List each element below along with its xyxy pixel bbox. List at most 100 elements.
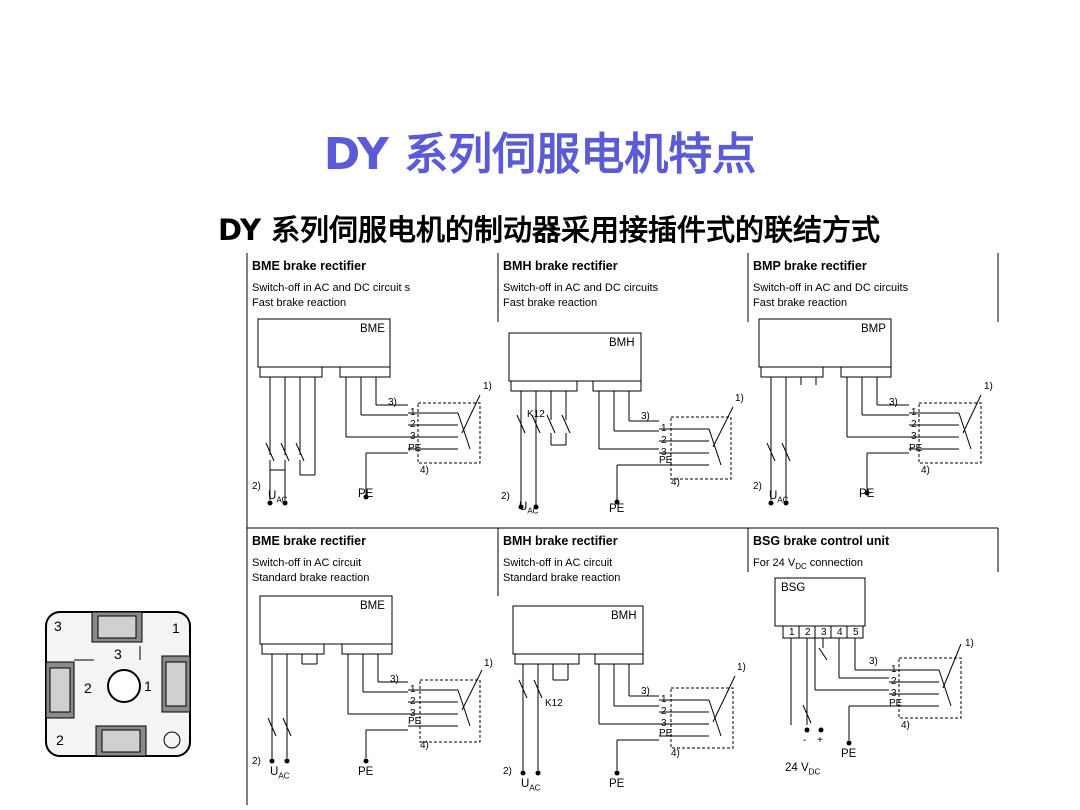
terminal-1: 1 [661,694,667,705]
panel-description: Switch-off in AC and DC circuit s Fast b… [252,281,410,311]
panel-desc-line1: Switch-off in AC and DC circuits [753,282,909,294]
terminal-1: 1 [410,684,416,695]
panel-desc-line2: Fast brake reaction [252,297,347,309]
note-3: 3) [641,686,650,697]
terminal-2: 2 [410,419,416,430]
note-4: 4) [671,477,680,488]
pe-label: PE [358,766,374,778]
rectifier-box [257,318,391,368]
rectifier-box [758,318,892,368]
pe-label: PE [609,778,625,790]
supply-label: UAC [268,490,288,505]
note-2: 2) [252,756,261,767]
panel-desc-line2: Standard brake reaction [503,572,621,584]
unit-label: BSG [781,582,806,594]
connector-num: 2 [56,732,64,748]
panel-description: Switch-off in AC circuit Standard brake … [503,556,620,586]
terminal-pe: PE [889,698,903,709]
pe-label: PE [609,503,625,515]
supply-label: UAC [769,490,789,505]
panel-desc-line2: Fast brake reaction [503,297,598,309]
panel-title: BSG brake control unit [753,534,890,548]
slide-title: DY 系列伺服电机特点 [323,129,757,180]
panel-title: BMP brake rectifier [753,259,867,273]
panel-description: Switch-off in AC circuit Standard brake … [252,556,369,586]
terminal-1: 1 [661,423,667,434]
panel-desc-line1: Switch-off in AC and DC circuit s [252,282,411,294]
terminal-1: 1 [410,407,416,418]
panel-desc-line1: Switch-off in AC circuit [503,557,613,569]
note-1: 1) [483,381,492,392]
panel-description: Switch-off in AC and DC circuits Fast br… [503,281,658,311]
supply-label: UAC [270,766,290,781]
note-1: 1) [737,662,746,673]
panel-title: BME brake rectifier [252,259,366,273]
terminal-3: 3 [661,447,667,458]
bsg-terminal-5: 5 [853,627,859,638]
terminal-3: 3 [410,708,416,719]
terminal-2: 2 [661,435,667,446]
unit-label: BMH [609,337,635,349]
bsg-terminal-2: 2 [805,627,811,638]
wiring-diagram [257,318,481,506]
note-2: 2) [753,481,762,492]
panel-bme-standard: BME brake rectifier Switch-off in AC cir… [248,530,498,802]
note-3: 3) [388,397,397,408]
bsg-terminal-4: 4 [837,627,843,638]
connector-plug-image: 3 1 3 1 2 2 [44,610,192,758]
unit-label: BME [360,323,385,335]
wiring-diagram [508,332,734,510]
terminal-pe: PE [659,455,673,466]
note-1: 1) [984,381,993,392]
note-3: 3) [390,674,399,685]
note-2: 2) [252,481,261,492]
rectifier-box [259,595,393,645]
supply-label: UAC [521,778,541,793]
terminal-1: 1 [911,407,917,418]
connector-num: 3 [114,646,122,662]
connector-drawing [45,611,191,757]
pe-label: PE [358,488,374,500]
note-4: 4) [901,720,910,731]
panel-desc-line1: For 24 VDC connection [753,557,864,572]
wiring-diagram [259,595,483,764]
wiring-diagram [512,605,736,776]
terminal-pe: PE [408,716,422,727]
contactor-label: K12 [545,698,563,709]
wiring-diagram [758,318,982,506]
panel-bmh-fast: BMH brake rectifier Switch-off in AC and… [499,255,749,527]
panel-bmh-standard: BMH brake rectifier Switch-off in AC cir… [499,530,749,802]
note-1: 1) [735,393,744,404]
panel-bmp-fast: BMP brake rectifier Switch-off in AC and… [749,255,999,527]
connector-num: 2 [84,680,92,696]
panel-desc-line1: Switch-off in AC and DC circuits [503,282,659,294]
pe-label: PE [859,488,875,500]
panel-description: Switch-off in AC and DC circuits Fast br… [753,281,908,311]
terminal-1: 1 [891,664,897,675]
note-3: 3) [889,397,898,408]
panel-bsg: BSG brake control unit For 24 VDC connec… [749,530,999,802]
bsg-terminal-3: 3 [821,627,827,638]
wiring-diagram [774,577,962,746]
terminal-3: 3 [891,688,897,699]
connector-num: 3 [54,618,62,634]
pe-label: PE [841,748,857,760]
panel-description: For 24 VDC connection [753,556,863,574]
terminal-2: 2 [891,676,897,687]
voltage-label: 24 VDC [785,762,821,777]
note-4: 4) [420,465,429,476]
panel-desc-line2: Standard brake reaction [252,572,370,584]
terminal-3: 3 [661,718,667,729]
panel-desc-line1: Switch-off in AC circuit [252,557,362,569]
note-4: 4) [921,465,930,476]
connector-num: 1 [144,678,152,694]
terminal-pe: PE [408,443,422,454]
note-1: 1) [965,638,974,649]
bsg-terminal-1: 1 [789,627,795,638]
unit-label: BMH [611,610,637,622]
panel-title: BMH brake rectifier [503,259,618,273]
terminal-2: 2 [410,696,416,707]
unit-label: BMP [861,323,886,335]
terminal-2: 2 [661,706,667,717]
